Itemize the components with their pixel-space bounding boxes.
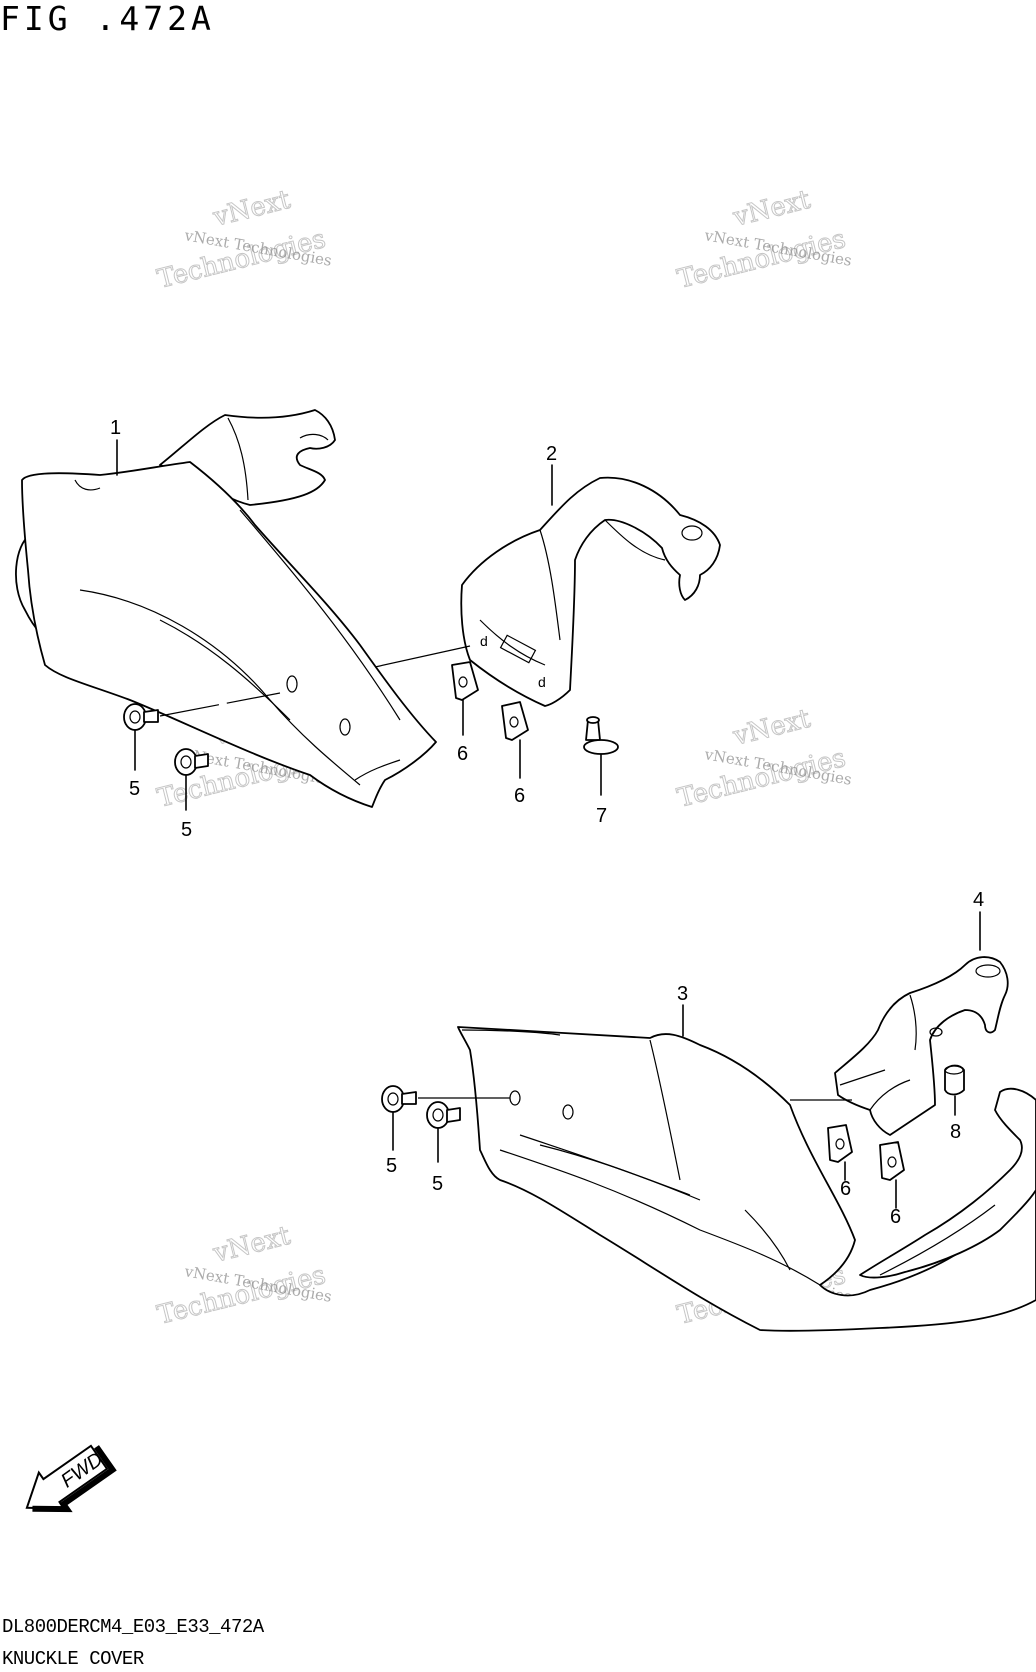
callout-3: 3	[677, 983, 688, 1005]
bolt-5a	[123, 692, 281, 731]
callout-5d: 5	[432, 1173, 443, 1195]
svg-text:vNext: vNext	[729, 704, 813, 752]
watermark-top-right: vNext Technologies vNext Technologies	[674, 184, 853, 295]
callout-5c: 5	[386, 1155, 397, 1177]
svg-text:vNext: vNext	[209, 1221, 293, 1269]
callout-6b: 6	[514, 785, 525, 807]
callout-6d: 6	[890, 1206, 901, 1228]
callout-2: 2	[546, 443, 557, 465]
svg-text:vNext: vNext	[729, 185, 813, 233]
svg-text:d: d	[538, 674, 546, 690]
part-1-knuckle-cover-left	[15, 409, 437, 808]
callout-5b: 5	[181, 819, 192, 841]
bolt-5d	[426, 1101, 461, 1129]
watermark-mid-right: vNext Technologies vNext Technologies	[674, 703, 853, 814]
callout-leaders	[116, 439, 981, 1209]
clip-nut-6d	[879, 1141, 905, 1181]
fwd-direction-arrow: FWD	[25, 1444, 117, 1513]
callout-5a: 5	[129, 778, 140, 800]
svg-text:vNext: vNext	[209, 185, 293, 233]
callout-7: 7	[596, 805, 607, 827]
grommet-7	[583, 716, 619, 755]
part-3-knuckle-cover-right	[457, 1026, 1036, 1332]
watermark-top-left: vNext Technologies vNext Technologies	[154, 184, 333, 295]
part-2-bracket-left: d d	[460, 476, 721, 707]
clip-nut-6b	[501, 701, 529, 741]
callout-1: 1	[110, 417, 121, 439]
clip-nut-6c	[827, 1124, 853, 1163]
callout-6c: 6	[840, 1178, 851, 1200]
damper-8	[944, 1064, 965, 1096]
svg-text:d: d	[480, 633, 488, 649]
figure-name: KNUCKLE COVER	[2, 1648, 144, 1670]
watermark-bottom-left: vNext Technologies vNext Technologies	[154, 1220, 333, 1331]
bolt-5c	[381, 1085, 510, 1113]
callout-8: 8	[950, 1121, 961, 1143]
clip-nut-6a	[451, 661, 479, 701]
part-4-bracket-right	[834, 956, 1009, 1136]
figure-code: DL800DERCM4_E03_E33_472A	[2, 1616, 264, 1638]
figure-title: FIG .472A	[0, 0, 215, 38]
callout-4: 4	[973, 889, 984, 911]
bolt-5b	[174, 748, 209, 776]
callout-6a: 6	[457, 743, 468, 765]
